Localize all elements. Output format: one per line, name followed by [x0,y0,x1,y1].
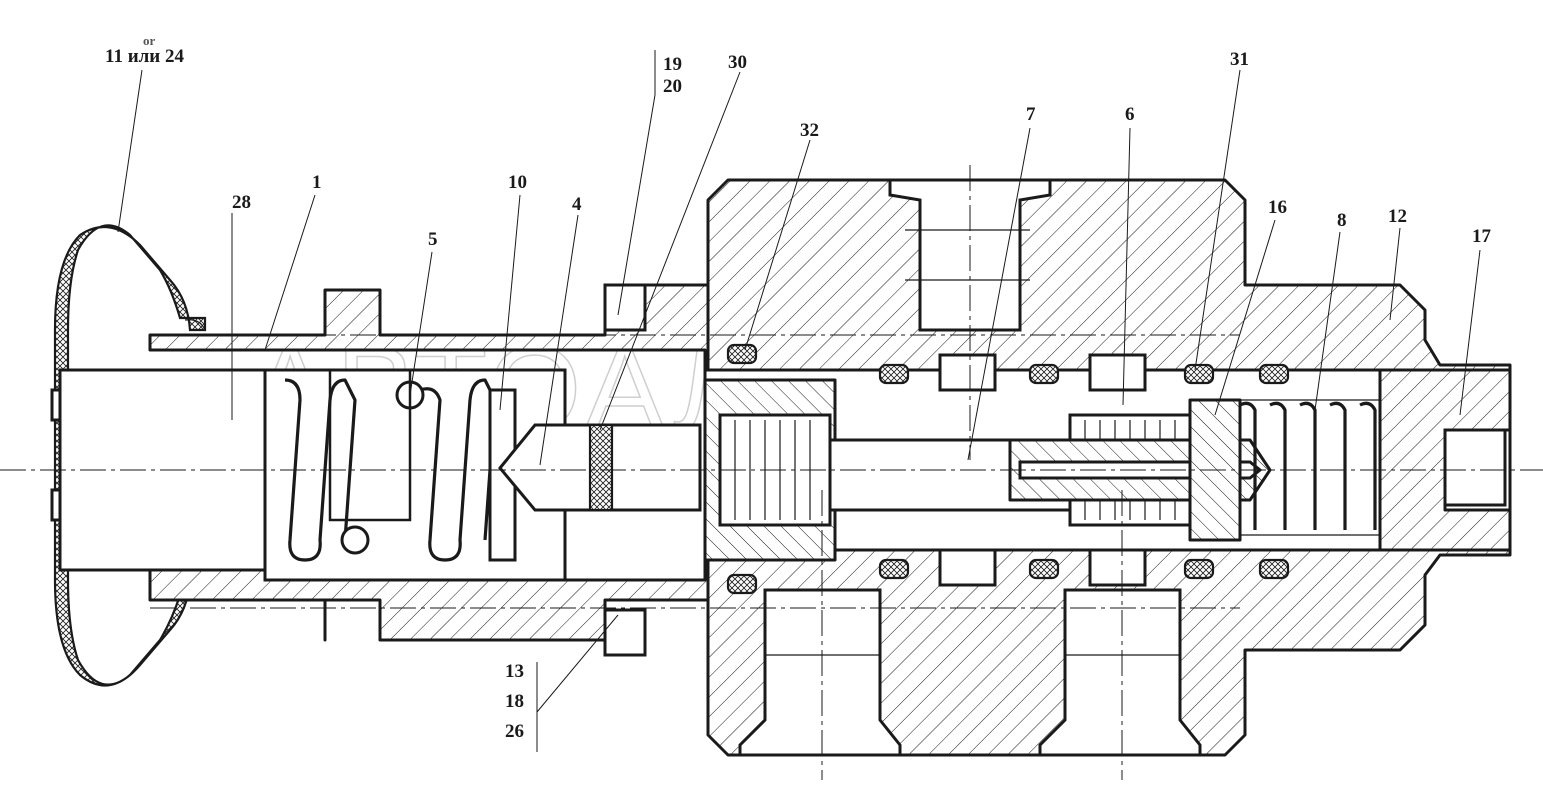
label-8: 8 [1337,210,1347,231]
part-labels: or 11 или 24 28 1 5 10 4 19 20 30 32 7 6… [105,33,1492,742]
label-13: 13 [505,661,524,682]
label-26: 26 [505,721,524,742]
label-10: 10 [508,172,527,193]
label-4: 4 [572,194,582,215]
port-bottom-left [738,588,902,757]
label-30: 30 [728,52,747,73]
nut-top-19-20 [603,283,647,332]
label-18: 18 [505,691,524,712]
label-11-24: 11 или 24 [105,46,185,67]
pin-4 [498,423,702,512]
label-6: 6 [1125,104,1135,125]
label-5: 5 [428,229,438,250]
label-12: 12 [1388,206,1407,227]
label-28: 28 [232,192,251,213]
label-17: 17 [1472,226,1492,247]
label-16: 16 [1268,197,1287,218]
cap-17 [1378,368,1512,552]
label-7: 7 [1026,104,1036,125]
label-20: 20 [663,76,682,97]
label-11-24-or: or [143,33,156,48]
label-1: 1 [312,172,322,193]
label-31: 31 [1230,49,1249,70]
nut-bottom-13 [603,608,647,657]
leader-lines [117,50,1481,752]
centre-lines [0,165,1543,780]
port-bottom-right [1038,588,1202,757]
label-32: 32 [800,120,819,141]
o-rings [726,343,1290,595]
label-19: 19 [663,54,682,75]
